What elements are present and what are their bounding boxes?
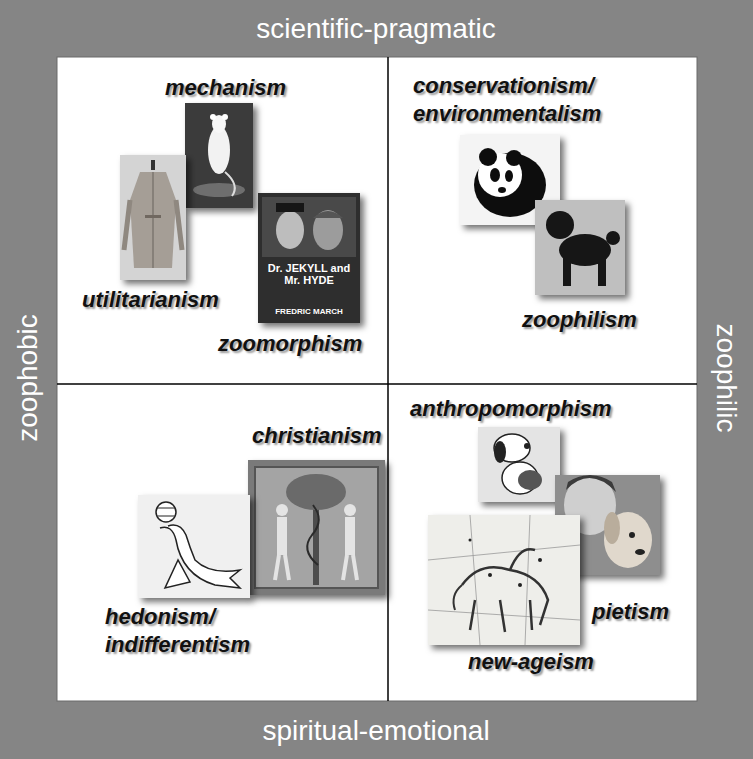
poodle-photo — [535, 200, 625, 295]
adam-eve-painting — [248, 460, 385, 595]
quadrant-item: new-ageism — [468, 648, 594, 676]
quadrant-item: utilitarianism — [82, 286, 219, 314]
vertical-divider — [387, 57, 389, 701]
constellation-map — [428, 515, 580, 645]
quadrant-item: zoomorphism — [218, 330, 362, 358]
cartoon-dog — [478, 427, 560, 502]
quadrant-item: conservationism/ environmentalism — [413, 72, 633, 127]
quadrant-item: anthropomorphism — [410, 395, 612, 423]
quadrant-item: hedonism/ indifferentism — [105, 603, 295, 658]
film-poster — [258, 193, 360, 323]
horizontal-divider — [57, 383, 697, 385]
coat-photo — [120, 155, 186, 280]
axis-label: spiritual-emotional — [262, 715, 489, 747]
axis-label: scientific-pragmatic — [256, 13, 496, 45]
quadrant-item: mechanism — [165, 74, 286, 102]
quadrant-item: pietism — [592, 598, 669, 626]
quadrant-item: christianism — [252, 422, 382, 450]
seal-drawing — [138, 495, 250, 598]
quadrant-item: zoophilism — [522, 306, 637, 334]
rat-photo — [185, 103, 253, 208]
axis-label: zoophobic — [12, 314, 44, 442]
poster-credit: FREDRIC MARCH — [262, 308, 356, 317]
inner-panel — [57, 57, 697, 701]
axis-label: zoophilic — [710, 324, 742, 433]
poster-title: Dr. JEKYLL and Mr. HYDE — [262, 262, 356, 286]
